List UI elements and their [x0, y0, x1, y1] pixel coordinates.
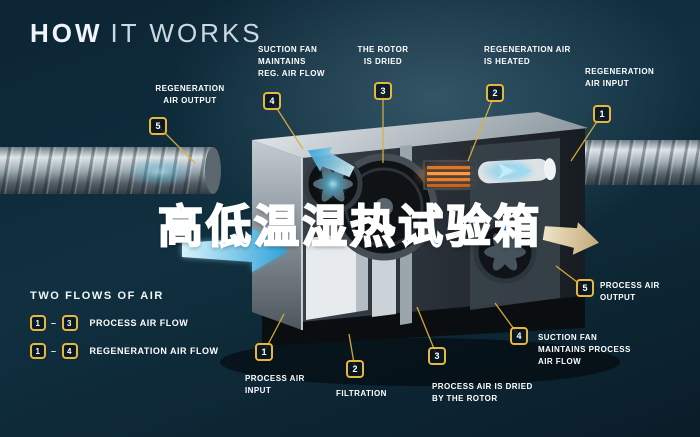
airflow-arrows [182, 147, 599, 272]
legend-row-process: 1 – 3 PROCESS AIR FLOW [30, 315, 219, 331]
callout-badge-4-suction-reg: 4 [263, 92, 281, 110]
callout-label-filtration: FILTRATION [336, 389, 387, 398]
filter-box [306, 233, 356, 320]
callout-badge-3-process-dried: 3 [428, 347, 446, 365]
callout-badge-5-process-output: 5 [576, 279, 594, 297]
legend: TWO FLOWS OF AIR 1 – 3 PROCESS AIR FLOW … [30, 290, 219, 371]
cabinet-top [252, 112, 588, 158]
callout-badge-5-regeneration-output: 5 [149, 117, 167, 135]
callout-badge-1-process-input: 1 [255, 343, 273, 361]
callout-label-regeneration-air-input: REGENERATION AIR INPUT [585, 67, 655, 88]
callout-label-regeneration-air-output: REGENERATION AIR OUTPUT [155, 84, 225, 105]
legend-label-regeneration-air-flow: REGENERATION AIR FLOW [89, 346, 219, 356]
legend-badge-4: 4 [61, 343, 78, 359]
process-air-inlet-arrow [182, 228, 288, 272]
callout-badge-1-regeneration-input: 1 [593, 105, 611, 123]
floor-shadow [220, 338, 620, 386]
pipe-glow-left [126, 157, 194, 187]
legend-dash-2: – [51, 346, 57, 356]
callout-label-suction-fan-process: SUCTION FAN MAINTAINS PROCESS AIR FLOW [538, 333, 631, 366]
watermark-text: 高低温湿热试验箱 [157, 200, 543, 253]
callout-badge-3-rotor-dried: 3 [374, 82, 392, 100]
duct-pipe-left [0, 146, 221, 195]
callout-label-suction-fan-reg: SUCTION FAN MAINTAINS REG. AIR FLOW [258, 45, 325, 78]
legend-title: TWO FLOWS OF AIR [30, 290, 164, 302]
callout-badge-2-air-heated: 2 [486, 84, 504, 102]
callout-label-regeneration-air-heated: REGENERATION AIR IS HEATED [484, 45, 571, 66]
callout-label-process-air-dried: PROCESS AIR IS DRIED BY THE ROTOR [432, 382, 533, 403]
callout-label-process-air-input: PROCESS AIR INPUT [245, 374, 305, 395]
callout-badge-2-filtration: 2 [346, 360, 364, 378]
process-air-outlet-arrow [542, 222, 599, 255]
legend-badge-1b: 1 [30, 343, 46, 359]
callout-label-rotor-dried: THE ROTOR IS DRIED [357, 45, 409, 66]
callout-label-process-air-output: PROCESS AIR OUTPUT [600, 281, 660, 302]
legend-badge-1: 1 [30, 315, 46, 331]
callout-badge-4-suction-process: 4 [510, 327, 528, 345]
title-bold: HOW [30, 18, 103, 48]
regeneration-air-outlet-arrow [307, 147, 355, 178]
legend-label-process-air-flow: PROCESS AIR FLOW [89, 318, 189, 328]
heater [416, 160, 484, 190]
legend-dash: – [51, 318, 57, 328]
suction-fan-process [473, 220, 537, 284]
legend-badge-3: 3 [61, 315, 78, 331]
cabinet-cut-edge [252, 140, 302, 330]
title-light: IT WORKS [110, 18, 263, 48]
pipe-flow-arrows [480, 158, 536, 184]
legend-row-regeneration: 1 – 4 REGENERATION AIR FLOW [30, 343, 219, 359]
